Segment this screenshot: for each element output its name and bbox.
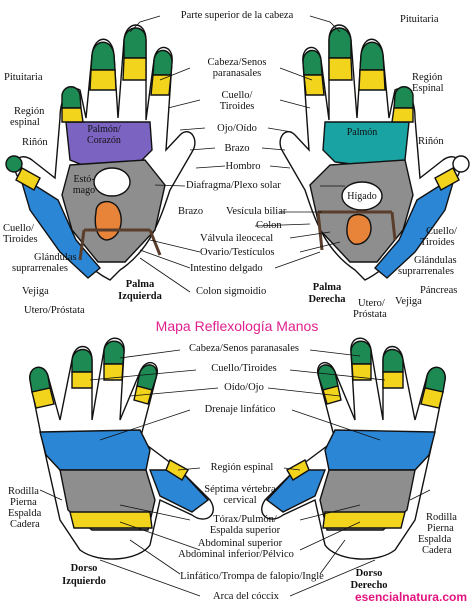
left-palm-zone-label-2: Corazón [87, 135, 121, 146]
right-label-uterus-2: Próstata [353, 309, 387, 320]
dorsum-left-hip: Cadera [10, 519, 40, 530]
palm-leader-lines [129, 15, 345, 293]
right-label-neck-1: Cuello/ [426, 226, 457, 237]
left-dorsum-caption-2: Izquierdo [62, 576, 106, 587]
right-palm-hand [279, 24, 470, 281]
label-small-intestine: Intestino delgado [190, 263, 263, 274]
label-ileocecal: Válvula ileocecal [200, 233, 274, 244]
dorsum-label-lymph: Drenaje linfático [204, 404, 276, 415]
left-label-bladder: Vejiga [22, 286, 49, 297]
left-label-neck-1: Cuello/ [3, 223, 34, 234]
left-label-spinal-2: espinal [10, 117, 40, 128]
label-eye-ear: Ojo/Oído [217, 123, 257, 134]
label-shoulder: Hombro [225, 161, 261, 172]
label-gallbladder: Vesícula biliar [226, 206, 287, 217]
right-liver-label: Hígado [347, 191, 377, 202]
label-colon: Colon [256, 220, 282, 231]
label-ovary: Ovario/Testículos [200, 247, 275, 258]
dorsum-label-c7-1: Séptima vértebra [204, 484, 276, 495]
left-palm-zone-label-1: Palmón/ [87, 124, 121, 135]
dorsum-left-back: Espalda [8, 508, 42, 519]
page-title: Mapa Reflexología Manos [155, 318, 319, 334]
right-dorsum-hand [261, 337, 446, 560]
right-label-adrenal-2: suprarrenales [398, 266, 454, 277]
dorsum-right-back: Espalda [418, 534, 452, 545]
label-head-sinus-1: Cabeza/Senos [207, 57, 267, 68]
left-palm-hand [5, 24, 196, 281]
site-brand: esencialnatura.com [354, 590, 467, 604]
left-label-kidney: Riñón [22, 137, 48, 148]
dorsum-label-ear-eye: Oído/Ojo [224, 382, 264, 393]
label-arm-upper: Brazo [224, 143, 250, 154]
right-dorsum-caption-2: Derecho [350, 580, 388, 591]
dorsum-left-knee: Rodilla [8, 486, 39, 497]
left-palm-caption-1: Palma [125, 279, 155, 290]
label-neck-thyroid-2: Tiroides [219, 101, 255, 112]
left-label-pituitary: Pituitaria [4, 72, 43, 83]
right-label-uterus-1: Utero/ [358, 298, 385, 309]
label-head-sinus-2: paranasales [212, 68, 262, 79]
dorsum-label-coccyx: Arca del cóccix [213, 591, 279, 602]
right-label-spinal-2: Espinal [412, 83, 444, 94]
left-label-adrenal-2: suprarrenales [12, 263, 68, 274]
dorsum-label-lymph-fallopian: Linfático/Trompa de falopio/Ingle [180, 571, 324, 582]
left-stomach-label-1: Estó- [73, 174, 95, 185]
right-palm-caption-1: Palma [312, 282, 342, 293]
left-label-uterus: Utero/Próstata [24, 305, 85, 316]
right-label-neck-2: Tiroides [420, 237, 455, 248]
label-neck-thyroid-1: Cuello/ [221, 90, 253, 101]
left-dorsum-caption-1: Dorso [70, 563, 98, 574]
right-palm-caption-2: Derecha [308, 294, 346, 305]
dorsum-label-neck: Cuello/Tiroides [211, 363, 277, 374]
label-diaphragm: Diafragma/Plexo solar [186, 180, 281, 191]
label-sigmoid-colon: Colon sigmoidio [196, 286, 267, 297]
dorsum-label-thorax-2: Espalda superior [209, 525, 281, 536]
right-label-pituitary: Pituitaria [400, 14, 439, 25]
dorsum-label-spinal: Región espinal [210, 462, 274, 473]
right-label-adrenal-1: Glándulas [414, 255, 457, 266]
left-palm-caption-2: Izquierda [118, 291, 162, 302]
dorsum-leader-lines [39, 349, 431, 597]
right-label-kidney: Riñón [418, 136, 444, 147]
left-label-spinal-1: Región [14, 106, 45, 117]
right-label-bladder: Vejiga [395, 296, 422, 307]
left-label-adrenal-1: Glándulas [34, 252, 77, 263]
left-stomach-label-2: mago [72, 185, 96, 196]
dorsum-right-hip: Cadera [422, 545, 452, 556]
left-label-neck-2: Tiroides [3, 234, 38, 245]
dorsum-label-thorax-1: Tórax/Pulmón/ [213, 514, 277, 525]
label-top-head: Parte superior de la cabeza [180, 10, 294, 21]
label-arm-lower: Brazo [178, 206, 204, 217]
dorsum-label-abd-lower: Abdominal inferior/Pélvico [178, 549, 294, 560]
dorsum-right-knee: Rodilla [426, 512, 457, 523]
dorsum-left-leg: Pierna [10, 497, 37, 508]
right-label-spinal-1: Región [412, 72, 443, 83]
right-label-pancreas: Páncreas [420, 285, 458, 296]
dorsum-right-leg: Pierna [427, 523, 454, 534]
dorsum-label-c7-2: cervical [223, 495, 257, 506]
dorsum-label-head-sinus: Cabeza/Senos paranasales [189, 343, 299, 354]
right-palm-zone-label: Palmón [346, 127, 378, 138]
right-dorsum-caption-1: Dorso [355, 568, 383, 579]
dorsum-label-abd-upper: Abdominal superior [197, 538, 283, 549]
